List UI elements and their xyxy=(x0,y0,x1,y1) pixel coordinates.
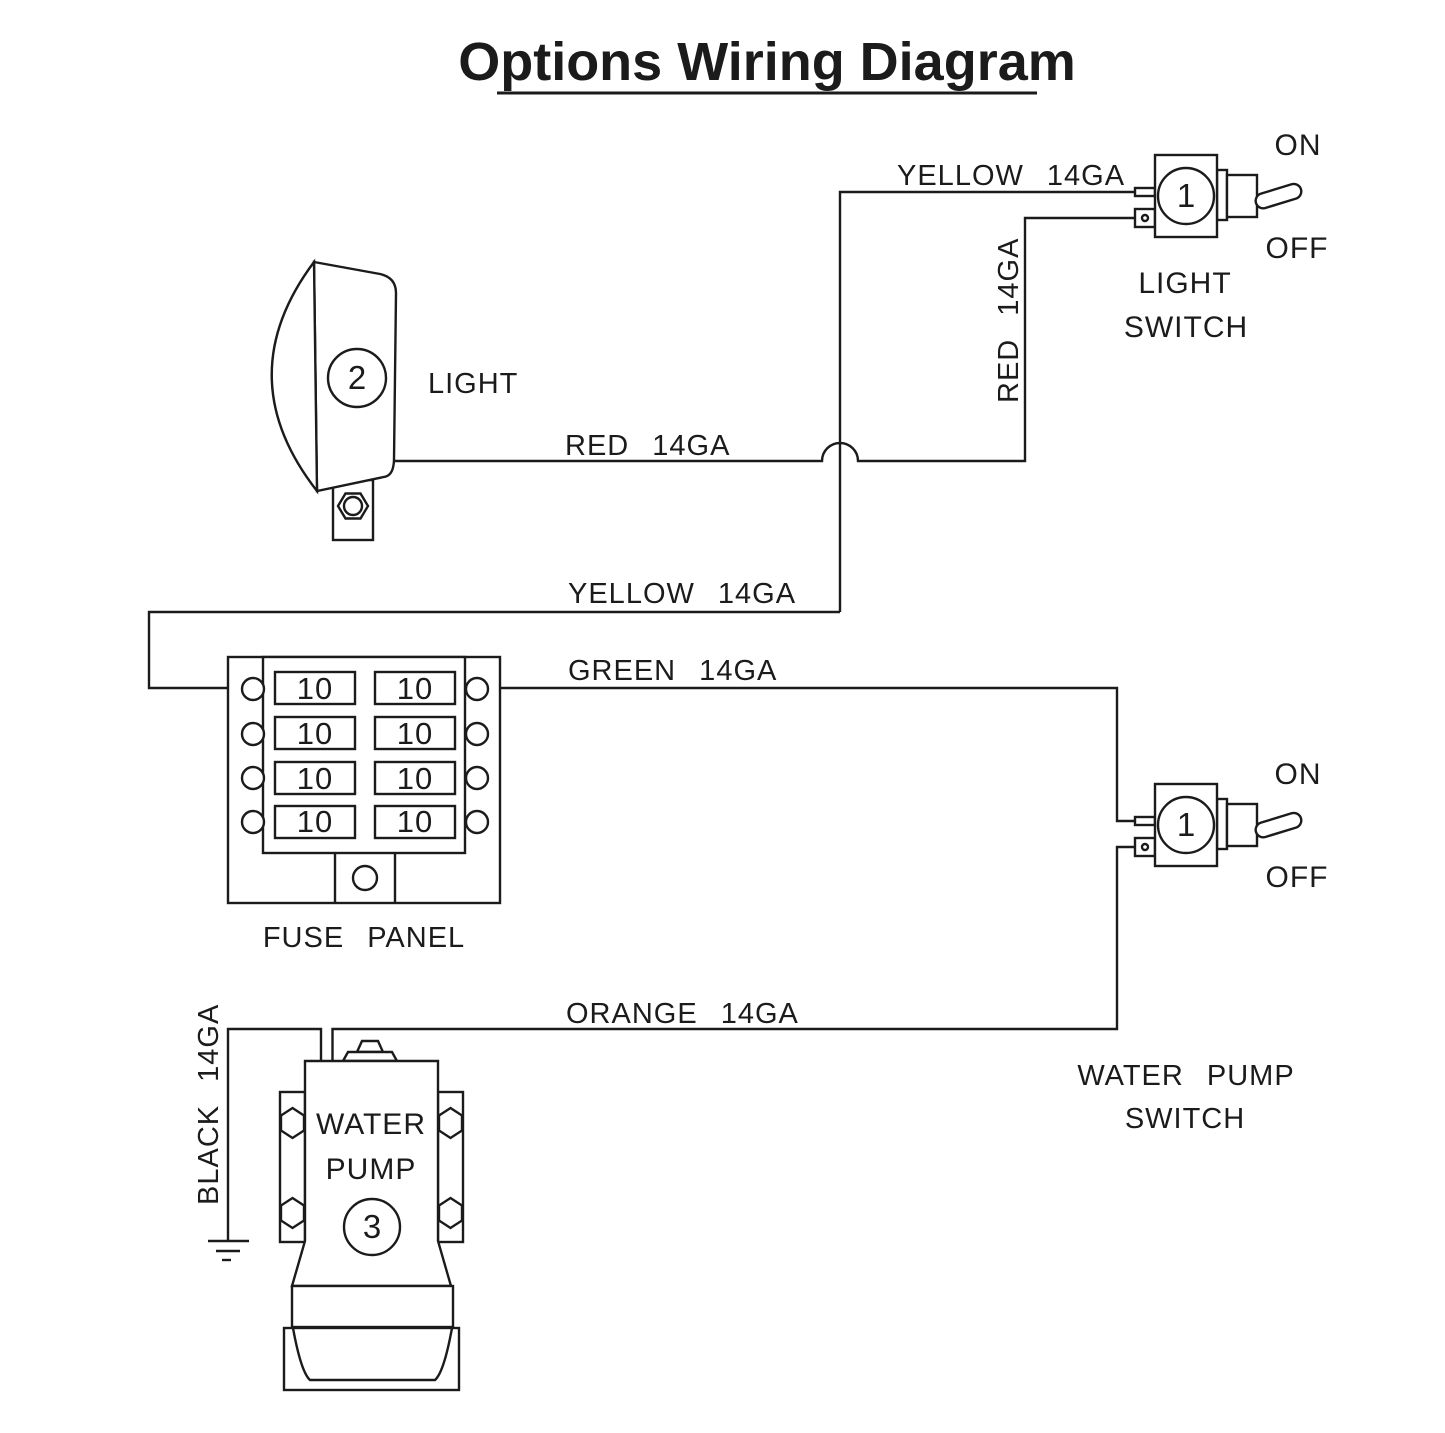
fuse-panel: 10 10 10 10 10 10 10 10 FUSE PANEL xyxy=(226,655,502,954)
fuse xyxy=(273,804,357,840)
fuse xyxy=(273,670,357,706)
pump-ref-number: 3 xyxy=(363,1208,381,1245)
fuse xyxy=(373,670,457,706)
pump-cap-base xyxy=(340,1050,400,1063)
label-red-vertical: RED 14GA xyxy=(993,238,1025,403)
water-pump-switch-label-line2: SWITCH xyxy=(1125,1103,1245,1135)
switch-step xyxy=(1215,797,1229,851)
ground-symbol xyxy=(208,1239,249,1262)
fuse xyxy=(273,715,357,751)
wire-green xyxy=(488,686,1135,823)
pump-cap-top xyxy=(355,1039,385,1054)
switch-terminal-spade xyxy=(1133,815,1157,827)
fuse-terminal xyxy=(240,721,266,747)
title-block: Options Wiring Diagram xyxy=(458,32,1076,95)
fuse-terminal xyxy=(240,676,266,702)
fuse xyxy=(373,804,457,840)
fuse-panel-label: FUSE PANEL xyxy=(263,922,465,954)
pump-bolt-nut-icon xyxy=(279,1196,306,1230)
label-yellow-mid: YELLOW 14GA xyxy=(568,578,796,610)
fuse-rating-label: 10 xyxy=(397,671,433,706)
switch-on-label: ON xyxy=(1275,758,1322,791)
switch-bushing xyxy=(1225,802,1259,848)
label-red-horizontal: RED 14GA xyxy=(565,430,730,462)
light-label: LIGHT xyxy=(428,368,518,400)
pump-bolt-nut-icon xyxy=(279,1106,306,1140)
switch-step xyxy=(1215,168,1229,222)
light-switch: 1 ON OFF LIGHT SWITCH xyxy=(1124,129,1329,344)
pump-mid-band xyxy=(290,1284,455,1329)
fuse-rating-label: 10 xyxy=(397,716,433,751)
light: 2 LIGHT xyxy=(270,258,518,542)
fuse-panel-mount-hole xyxy=(351,864,379,892)
wire-labels: YELLOW 14GA RED 14GA RED 14GA YELLOW 14G… xyxy=(193,160,1125,1205)
pump-label-line1: WATER xyxy=(316,1108,426,1141)
fuse-terminal xyxy=(464,676,490,702)
fuse-rating-label: 10 xyxy=(297,761,333,796)
pump-bolt-nut-icon xyxy=(437,1106,464,1140)
fuse-rating-label: 10 xyxy=(397,804,433,839)
label-orange: ORANGE 14GA xyxy=(566,998,799,1030)
light-ref-number: 2 xyxy=(348,359,366,396)
toggle-lever-icon xyxy=(1254,182,1303,210)
fuse xyxy=(373,760,457,796)
water-pump-switch-label-line1: WATER PUMP xyxy=(1077,1060,1294,1092)
light-ref-circle xyxy=(326,347,388,409)
fuse-rating-label: 10 xyxy=(297,804,333,839)
label-green: GREEN 14GA xyxy=(568,655,777,687)
label-yellow-top: YELLOW 14GA xyxy=(897,160,1125,192)
pump-label-line2: PUMP xyxy=(326,1153,417,1186)
fuse-rating-label: 10 xyxy=(297,671,333,706)
fuse xyxy=(373,715,457,751)
toggle-lever-icon xyxy=(1254,811,1303,839)
wire-yellow-top xyxy=(838,190,1135,612)
wire-yellow-mid xyxy=(147,610,840,690)
switch-ref-number: 1 xyxy=(1177,806,1195,843)
fuse-rating-label: 10 xyxy=(297,716,333,751)
fuse-terminal xyxy=(240,765,266,791)
water-pump: WATER PUMP 3 xyxy=(278,1039,465,1392)
wire-black xyxy=(226,1027,323,1241)
label-black-vertical: BLACK 14GA xyxy=(193,1004,225,1205)
switch-ref-circle xyxy=(1156,795,1216,855)
switch-off-label: OFF xyxy=(1266,232,1329,265)
fuse-terminal xyxy=(464,765,490,791)
light-switch-label-line1: LIGHT xyxy=(1138,267,1231,300)
wire-orange xyxy=(331,845,1135,1061)
terminal-hole xyxy=(1140,842,1150,852)
fuse-terminal xyxy=(464,809,490,835)
fuse-terminal xyxy=(240,809,266,835)
terminal-hole xyxy=(1140,213,1150,223)
pump-base-flange xyxy=(291,1327,454,1382)
switch-on-label: ON xyxy=(1275,129,1322,162)
page-title: Options Wiring Diagram xyxy=(458,32,1076,92)
wire-red xyxy=(395,216,1135,463)
pump-bolt-nut-icon xyxy=(437,1196,464,1230)
light-mount-bolt-hole xyxy=(342,495,364,517)
wires xyxy=(147,190,1135,1262)
light-switch-label-line2: SWITCH xyxy=(1124,311,1248,344)
light-lens-reflector xyxy=(270,258,319,495)
fuse-terminal xyxy=(464,721,490,747)
switch-ref-number: 1 xyxy=(1177,177,1195,214)
switch-ref-circle xyxy=(1156,166,1216,226)
fuse xyxy=(273,760,357,796)
fuse-rating-label: 10 xyxy=(397,761,433,796)
water-pump-switch: 1 ON OFF WATER PUMP SWITCH xyxy=(1077,758,1329,1135)
pump-ref-circle xyxy=(342,1197,402,1257)
switch-off-label: OFF xyxy=(1266,861,1329,894)
switch-bushing xyxy=(1225,173,1259,219)
switch-terminal-spade xyxy=(1133,186,1157,198)
